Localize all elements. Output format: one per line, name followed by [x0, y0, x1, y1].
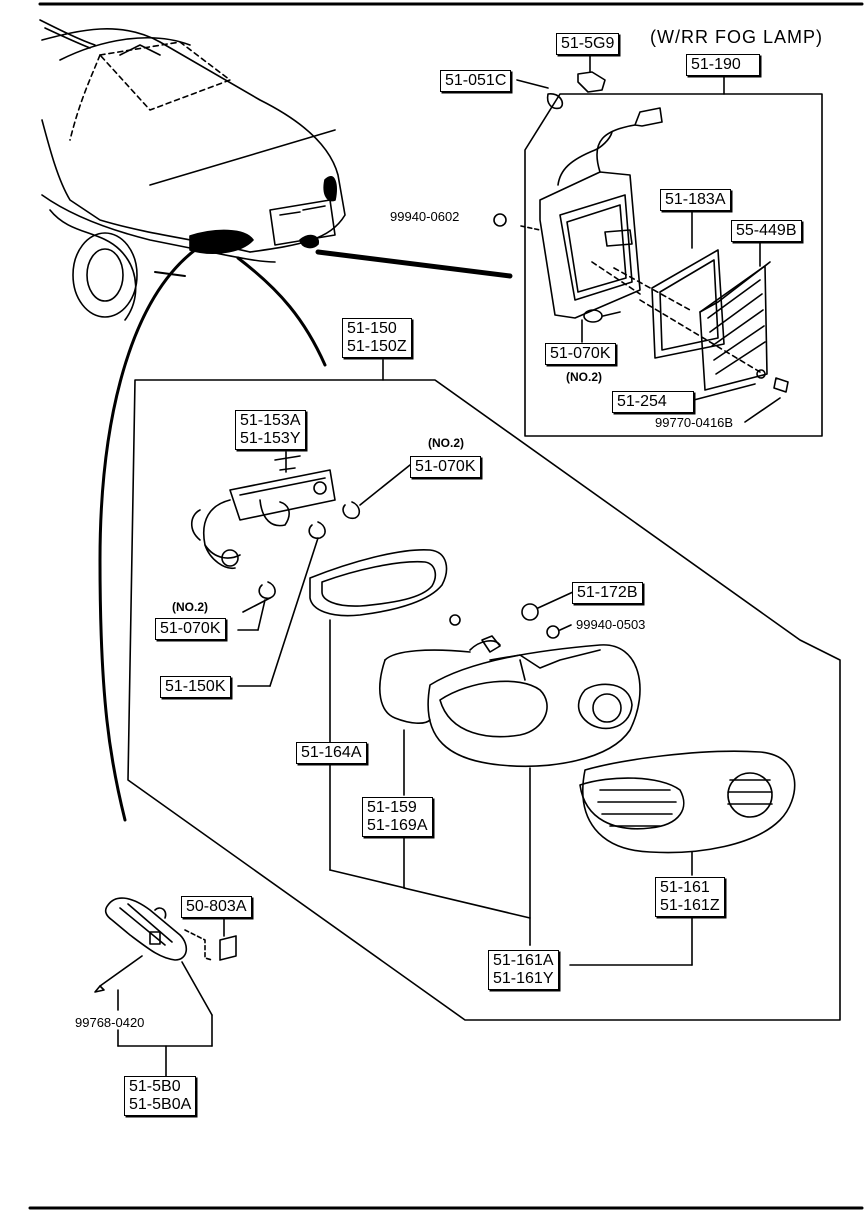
- bulb-top: [342, 501, 361, 520]
- part-label-51-172B[interactable]: 51-172B: [572, 582, 643, 604]
- part-label-51-070K-left[interactable]: 51-070K: [155, 618, 226, 640]
- part-label-51-161-group[interactable]: 51-161 51-161Z: [655, 877, 725, 917]
- side-marker-lamp: [104, 897, 188, 961]
- part-label-99940-0503[interactable]: 99940-0503: [576, 617, 646, 632]
- bulb-socket-harness: [190, 455, 336, 570]
- part-label-51-5B0-group[interactable]: 51-5B0 51-5B0A: [124, 1076, 197, 1116]
- tail-lamp-group-outline: [127, 379, 841, 1021]
- note-no2-left: (NO.2): [172, 600, 208, 614]
- part-label-51-153Y: 51-153Y: [240, 430, 301, 447]
- fog-lamp-lens: [699, 265, 768, 391]
- fog-lamp-housing: [539, 107, 663, 319]
- part-label-51-150Z: 51-150Z: [347, 338, 407, 355]
- part-label-51-150: 51-150: [347, 320, 397, 337]
- tail-lamp-housing: [379, 640, 641, 768]
- part-label-51-161Y: 51-161Y: [493, 970, 554, 987]
- fog-lamp-group-outline: [524, 93, 823, 437]
- clip: [219, 935, 237, 961]
- tail-lamp-lens: [582, 750, 796, 854]
- part-label-55-449B[interactable]: 55-449B: [731, 220, 802, 242]
- part-label-51-5B0A: 51-5B0A: [129, 1096, 192, 1113]
- part-label-51-150K[interactable]: 51-150K: [160, 676, 231, 698]
- part-label-51-5G9[interactable]: 51-5G9: [556, 33, 620, 55]
- part-label-51-153A: 51-153A: [240, 412, 301, 429]
- car-body-illustration: [39, 19, 346, 321]
- part-label-50-803A[interactable]: 50-803A: [181, 896, 252, 918]
- part-label-51-254[interactable]: 51-254: [612, 391, 694, 413]
- part-label-51-070K-fog[interactable]: 51-070K: [545, 343, 616, 365]
- note-no2-top: (NO.2): [428, 436, 464, 450]
- part-label-51-159: 51-159: [367, 799, 417, 816]
- part-label-51-153-group[interactable]: 51-153A 51-153Y: [235, 410, 306, 450]
- part-label-51-150-group[interactable]: 51-150 51-150Z: [342, 318, 412, 358]
- part-label-99770-0416B[interactable]: 99770-0416B: [655, 415, 734, 430]
- part-label-99768-0420[interactable]: 99768-0420: [75, 1015, 145, 1030]
- part-label-51-183A[interactable]: 51-183A: [660, 189, 731, 211]
- part-label-51-161A: 51-161A: [493, 952, 554, 969]
- part-label-51-164A[interactable]: 51-164A: [296, 742, 367, 764]
- part-label-51-190[interactable]: 51-190: [686, 54, 760, 76]
- part-label-51-070K-top[interactable]: 51-070K: [410, 456, 481, 478]
- part-label-99940-0602[interactable]: 99940-0602: [390, 209, 460, 224]
- note-no2-fog: (NO.2): [566, 370, 602, 384]
- part-label-51-169A: 51-169A: [367, 817, 428, 834]
- tail-lamp-gasket: [309, 549, 448, 617]
- part-label-51-051C[interactable]: 51-051C: [440, 70, 512, 92]
- part-label-51-159-group[interactable]: 51-159 51-169A: [362, 797, 433, 837]
- part-label-51-5B0: 51-5B0: [129, 1078, 181, 1095]
- part-label-51-161: 51-161: [660, 879, 710, 896]
- fog-lamp-title: (W/RR FOG LAMP): [650, 27, 823, 47]
- part-label-51-161Z: 51-161Z: [660, 897, 720, 914]
- part-label-51-161A-group[interactable]: 51-161A 51-161Y: [488, 950, 559, 990]
- fog-lamp-gasket: [651, 249, 725, 359]
